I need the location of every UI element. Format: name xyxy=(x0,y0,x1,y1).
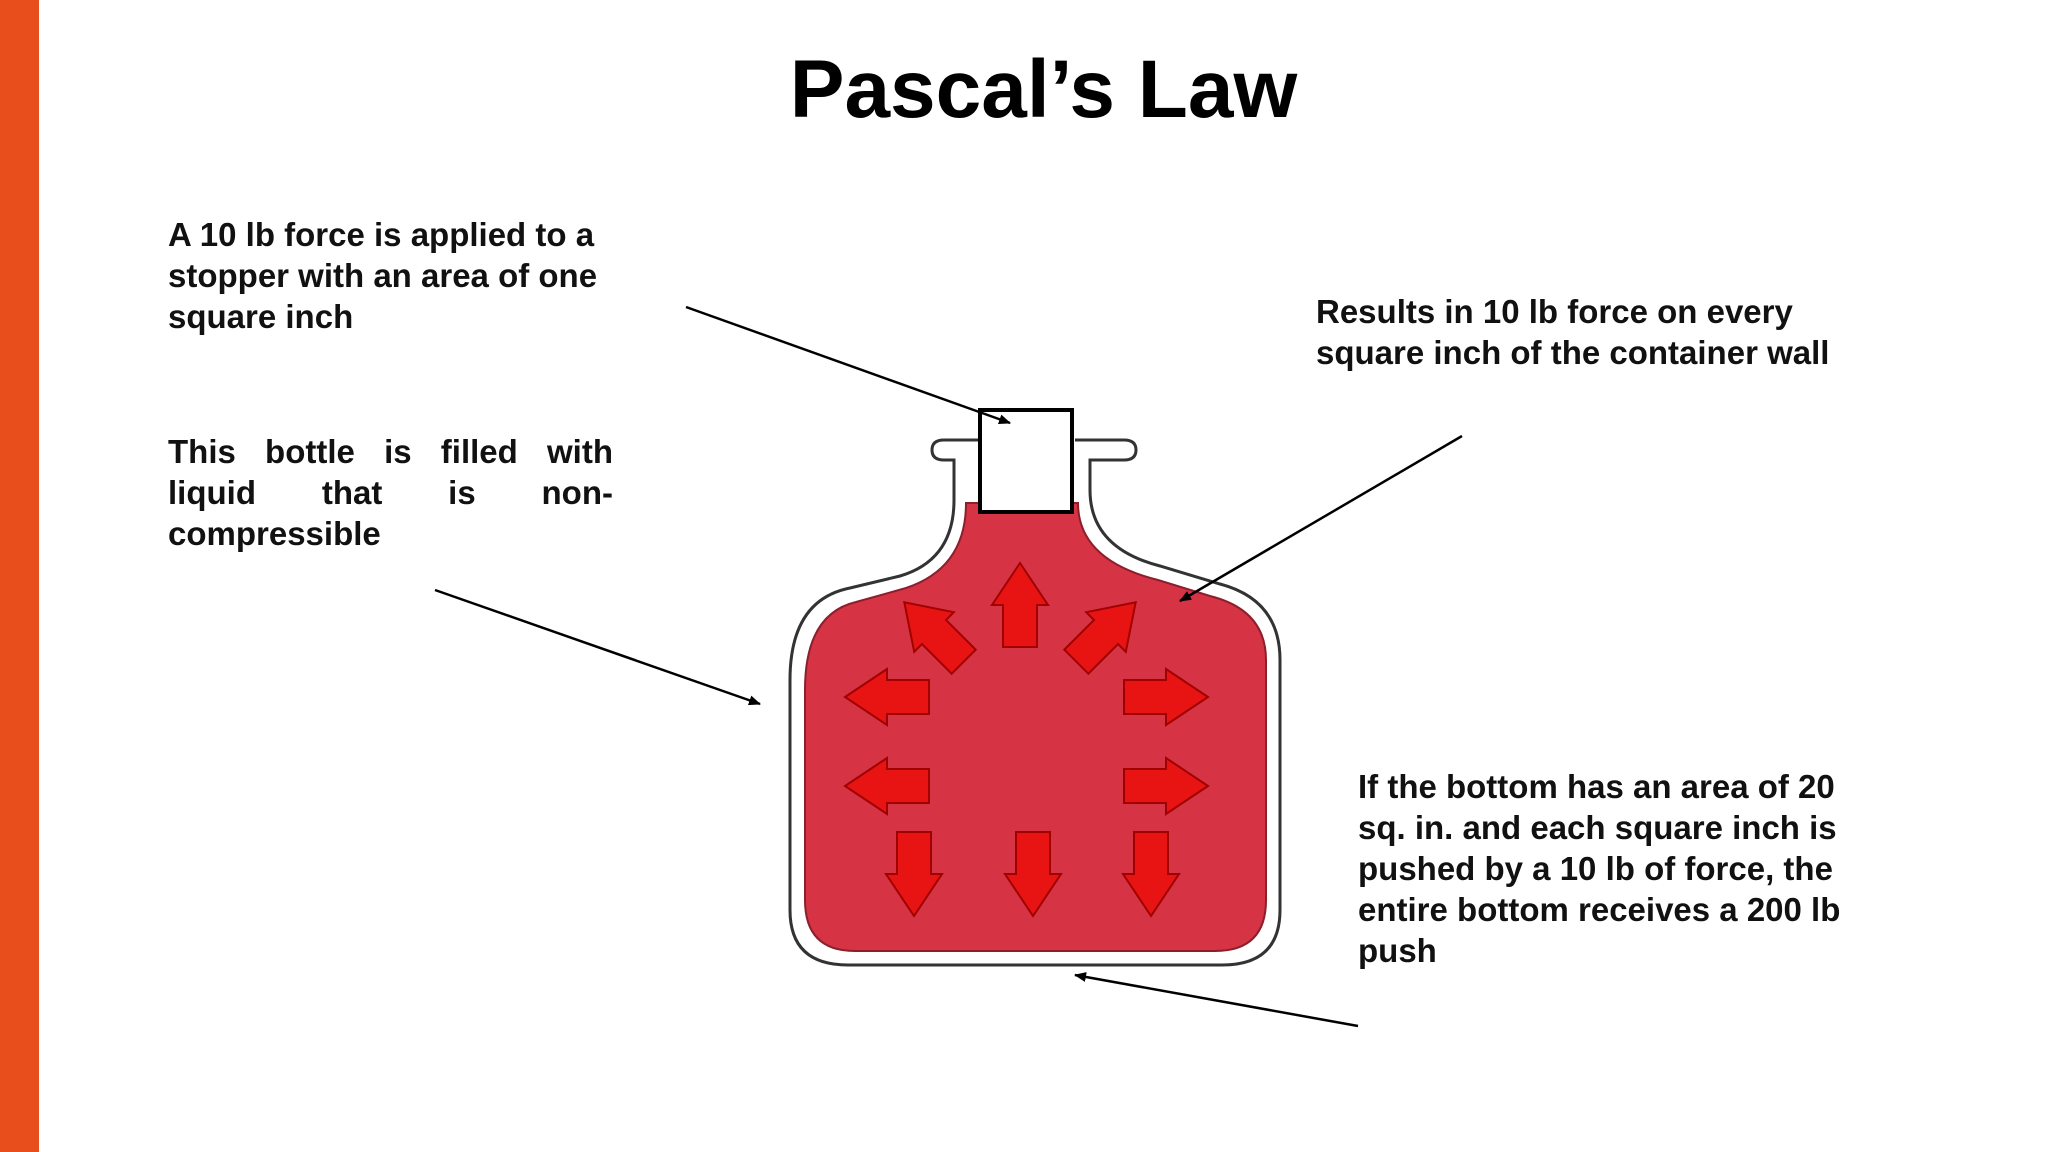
leader-line-wall xyxy=(1179,434,1463,603)
callout-wall-force: Results in 10 lb force on every square i… xyxy=(1316,293,1830,371)
callout-stopper-force: A 10 lb force is applied to a stopper wi… xyxy=(168,216,598,335)
accent-bar xyxy=(0,0,39,1152)
leader-line-stopper xyxy=(685,305,1011,425)
callout-bottom-push: If the bottom has an area of 20 sq. in. … xyxy=(1358,768,1841,969)
page-title: Pascal’s Law xyxy=(789,44,1298,135)
leader-line-bottle xyxy=(434,588,761,706)
callout-noncompressible-liquid: This bottle is filled with liquid that i… xyxy=(168,433,613,552)
stopper-icon xyxy=(978,408,1074,514)
leader-line-bottom xyxy=(1074,972,1359,1028)
